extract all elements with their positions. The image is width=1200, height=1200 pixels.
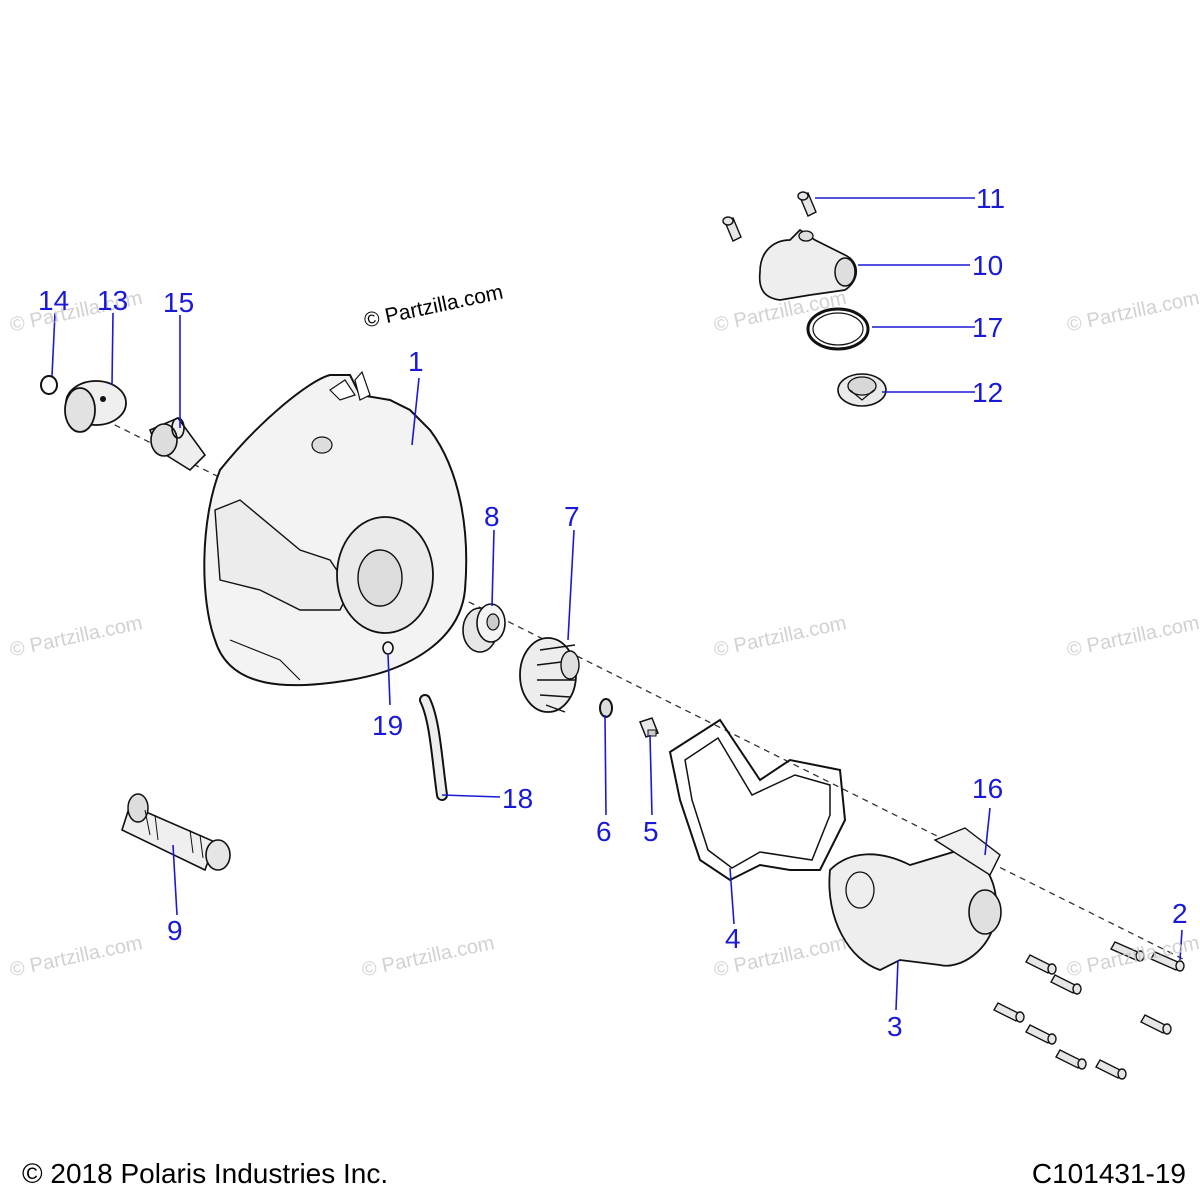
drawing-number: C101431-19 [1031, 1158, 1186, 1189]
part-2-bolts [993, 941, 1185, 1080]
callout-5: 5 [643, 816, 659, 847]
callout-6: 6 [596, 816, 612, 847]
part-12-thermostat [837, 373, 887, 407]
part-4-gasket [668, 718, 847, 882]
part-5-bolt [639, 717, 659, 738]
callout-2: 2 [1172, 898, 1188, 929]
part-1-housing [203, 370, 468, 687]
part-7-impeller [519, 637, 580, 713]
copyright-notice: © 2018 Polaris Industries Inc. [22, 1158, 389, 1189]
callout-15: 15 [163, 287, 195, 318]
part-3-pump-body [828, 849, 1002, 971]
callout-8: 8 [484, 501, 500, 532]
part-16-cover-seal [933, 827, 1001, 877]
part-14-oring [40, 375, 58, 395]
callout-16: 16 [972, 773, 1004, 804]
part-17-oring [806, 307, 870, 351]
callout-7: 7 [564, 501, 580, 532]
callout-18: 18 [502, 783, 534, 814]
part-6-washer [599, 698, 613, 718]
part-18-hose [419, 694, 448, 801]
part-13-cap [64, 380, 127, 433]
callout-1: 1 [408, 346, 424, 377]
part-8-seal [462, 603, 506, 653]
callout-13: 13 [97, 285, 129, 316]
callout-17: 17 [972, 312, 1004, 343]
part-9-tube [121, 793, 231, 872]
callout-11: 11 [976, 183, 1006, 214]
callout-14: 14 [38, 285, 70, 316]
callout-4: 4 [725, 923, 741, 954]
callout-9: 9 [167, 915, 183, 946]
callout-3: 3 [887, 1011, 903, 1042]
callout-10: 10 [972, 250, 1004, 281]
part-11-bolts [722, 191, 817, 242]
callout-12: 12 [972, 377, 1004, 408]
part-15-shaft [148, 417, 207, 472]
leader-lines [51, 197, 1183, 1011]
callout-19: 19 [372, 710, 404, 741]
part-10-thermostat-housing [758, 228, 858, 301]
